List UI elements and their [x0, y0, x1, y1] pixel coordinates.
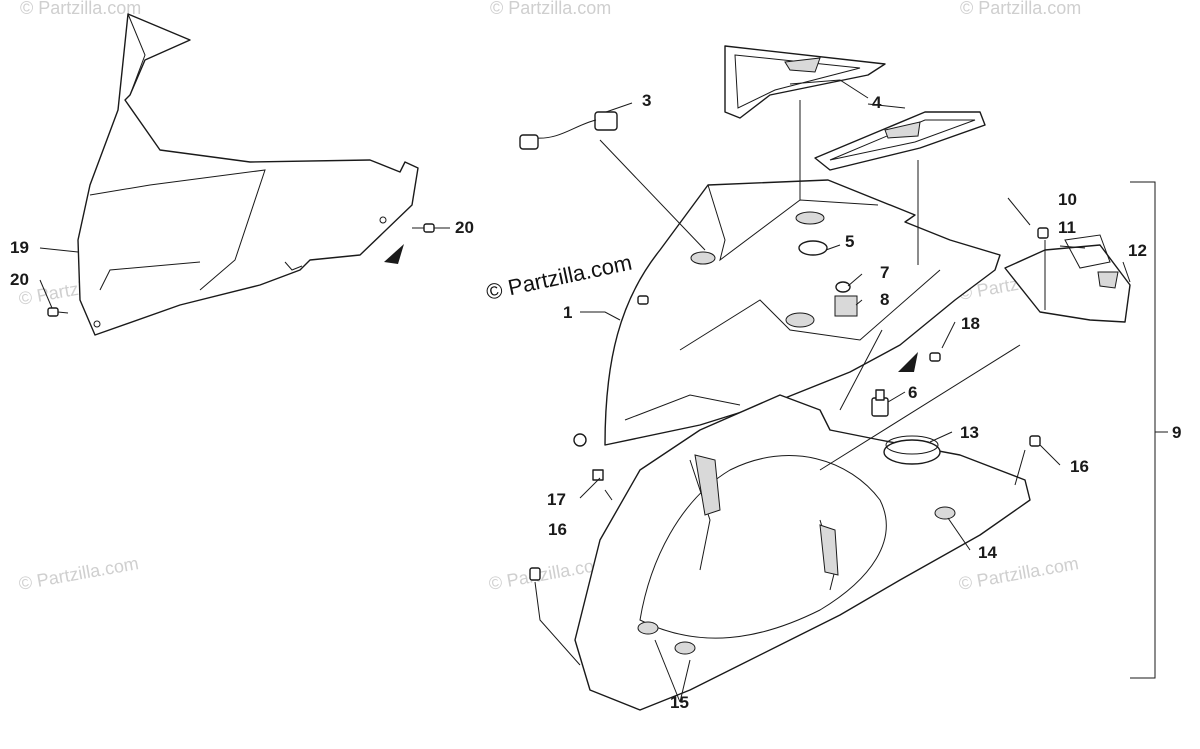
- trim-panel-part-4-lower[interactable]: [814, 111, 986, 171]
- watermark: © Partzilla.com: [490, 0, 611, 18]
- watermark: © Partzilla.com: [17, 553, 140, 594]
- wire-harness-part-3[interactable]: [519, 111, 618, 150]
- callout-1: 1: [563, 303, 572, 322]
- watermark: © Partzilla.com: [960, 0, 1081, 18]
- screw-part-18[interactable]: [929, 352, 941, 362]
- callout-15: 15: [670, 693, 689, 712]
- callout-10: 10: [1058, 190, 1077, 209]
- lower-fairing[interactable]: [574, 394, 1031, 711]
- callout-3: 3: [642, 91, 651, 110]
- switch-part-6[interactable]: [871, 389, 889, 417]
- watermark: © Partzilla.com: [957, 553, 1080, 594]
- callout-18: 18: [961, 314, 980, 333]
- callout-4: 4: [872, 93, 882, 112]
- callout-20-left: 20: [10, 270, 29, 289]
- watermark: © Partzilla.com: [20, 0, 141, 18]
- callout-20: 20: [455, 218, 474, 237]
- boot-part-13[interactable]: [883, 435, 941, 465]
- callout-9: 9: [1172, 423, 1181, 442]
- callout-19: 19: [10, 238, 29, 257]
- callout-5: 5: [845, 232, 854, 251]
- callout-6: 6: [908, 383, 917, 402]
- fastener-part-17[interactable]: [573, 433, 604, 481]
- fastener-part-10[interactable]: [1037, 227, 1049, 239]
- callout-12: 12: [1128, 241, 1147, 260]
- pad-part-12[interactable]: [1097, 271, 1119, 289]
- direction-arrow: [898, 352, 918, 372]
- callout-17: 17: [547, 490, 566, 509]
- screw[interactable]: [637, 295, 649, 305]
- callout-16-left: 16: [548, 520, 567, 539]
- grommet-part-7[interactable]: [835, 281, 851, 293]
- bracket-part-8[interactable]: [834, 295, 858, 317]
- callout-7: 7: [880, 263, 889, 282]
- copyright-label: © Partzilla.com: [484, 250, 634, 305]
- leader-lines: [39, 79, 1168, 703]
- mounting-plate-part-11[interactable]: [1004, 234, 1131, 323]
- callout-11: 11: [1058, 218, 1076, 237]
- hood-part-1[interactable]: [604, 179, 1001, 446]
- screw-part-16[interactable]: [1029, 435, 1041, 447]
- callout-13: 13: [960, 423, 979, 442]
- direction-arrow: [384, 244, 404, 264]
- trim-panel-part-4-upper[interactable]: [724, 45, 886, 119]
- callouts: 1 3 4 5 6 7 8 9 10 11 12 13 14 15 16 16 …: [10, 91, 1181, 712]
- callout-14: 14: [978, 543, 997, 562]
- windshield-part-19[interactable]: [77, 13, 419, 336]
- callout-16: 16: [1070, 457, 1089, 476]
- screw-part-20-left[interactable]: [47, 307, 69, 317]
- screw-part-16-left[interactable]: [529, 567, 541, 581]
- screw-part-20[interactable]: [412, 223, 435, 233]
- callout-8: 8: [880, 290, 889, 309]
